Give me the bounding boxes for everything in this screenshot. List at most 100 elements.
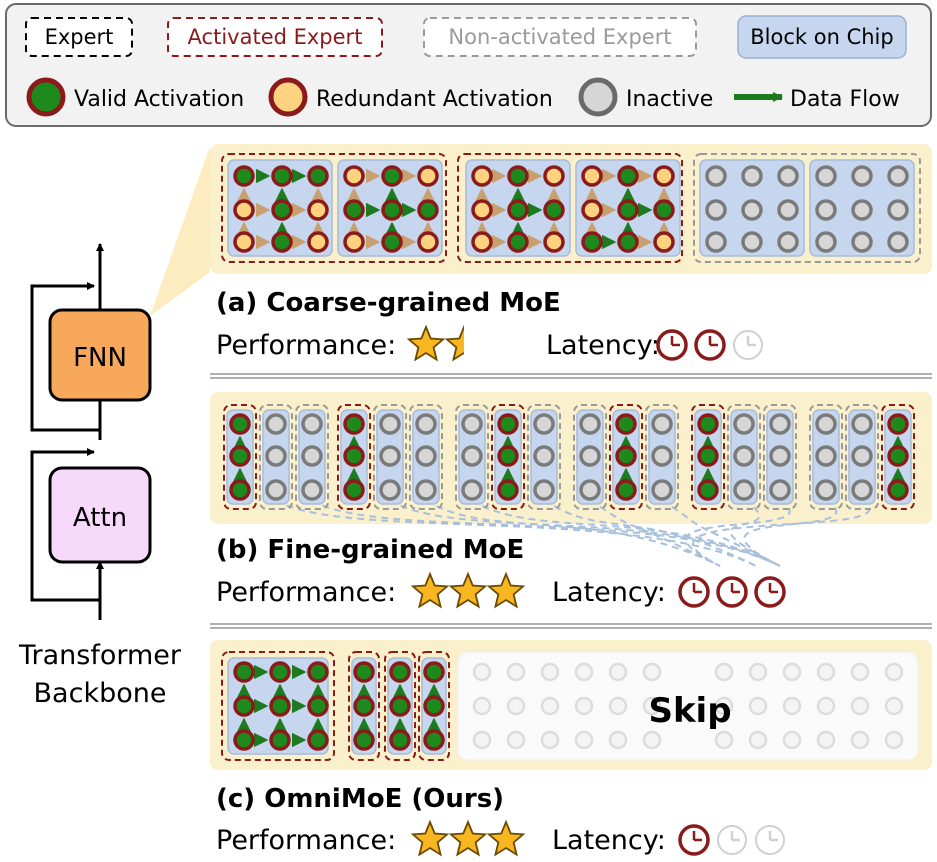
inactive-dot [651, 413, 673, 435]
routing-link [543, 499, 757, 567]
inactive-dot [540, 662, 560, 682]
inactive-dot [769, 445, 791, 467]
star-icon [444, 325, 465, 362]
inactive-dot [884, 730, 904, 750]
redundant-activation-dot [417, 231, 439, 253]
valid-activation-dot [887, 479, 909, 501]
panel-b-performance-label: Performance: [216, 577, 396, 608]
inactive-dot [301, 479, 323, 501]
redundant-activation-dot [307, 231, 329, 253]
inactive-dot [815, 231, 837, 253]
redundant-activation-dot [233, 199, 255, 221]
panel-b-title: (b) Fine-grained MoE [216, 535, 524, 565]
inactive-dot [733, 445, 755, 467]
inactive-dot [884, 662, 904, 682]
routing-link [471, 499, 781, 567]
routing-link [743, 499, 838, 567]
inactive-dot [850, 662, 870, 682]
valid-activation-dot [697, 413, 719, 435]
legend-nonactivated-label: Non-activated Expert [448, 25, 671, 49]
valid-activation-dot [233, 165, 255, 187]
inactive-dot [733, 479, 755, 501]
legend-expert-swatch [25, 17, 133, 57]
inactive-dot [472, 730, 492, 750]
valid-activation-dot [617, 231, 639, 253]
valid-activation-dot [229, 445, 251, 467]
inactive-dot [748, 662, 768, 682]
activated-expert-border [348, 651, 380, 761]
inactive-dot [741, 231, 763, 253]
valid-activation-dot [389, 661, 411, 683]
inactive-dot [815, 165, 837, 187]
star-icon [448, 819, 488, 857]
inactive-dot [506, 730, 526, 750]
activated-expert-border [691, 404, 725, 510]
inactive-dot [642, 662, 662, 682]
fnn-block [48, 308, 152, 402]
inactive-dot [850, 730, 870, 750]
inactive-dot [748, 696, 768, 716]
inactive-dot [301, 445, 323, 467]
backbone-caption-line1: Transformer [18, 640, 182, 671]
redundant-activation-dot [343, 165, 365, 187]
valid-activation-dot [307, 661, 329, 683]
legend-expert-label: Expert [45, 25, 114, 49]
valid-activation-dot [497, 445, 519, 467]
routing-link [425, 499, 721, 567]
valid-activation-dot [615, 479, 637, 501]
backbone: FNN Attn Transformer Backbone [18, 243, 182, 709]
inactive-dot [579, 479, 601, 501]
star-icon [406, 324, 446, 362]
inactive-dot [608, 662, 628, 682]
valid-activation-dot [271, 231, 293, 253]
panel-c-grid: Skip [221, 651, 919, 761]
valid-activation-dot [615, 413, 637, 435]
valid-activation-dot [271, 165, 293, 187]
valid-activation-dot [307, 165, 329, 187]
non-activated-expert-border [727, 404, 761, 510]
inactive-dot [265, 445, 287, 467]
valid-activation-dot [229, 479, 251, 501]
valid-activation-dot [507, 231, 529, 253]
inactive-dot [815, 445, 837, 467]
inactive-dot [642, 730, 662, 750]
inactive-dot [816, 662, 836, 682]
valid-activation-dot [653, 199, 675, 221]
inactive-dot [777, 165, 799, 187]
legend-valid-dot [26, 77, 66, 117]
skip-region [457, 651, 919, 761]
routing-link [729, 499, 781, 567]
redundant-activation-dot [417, 165, 439, 187]
valid-activation-dot [381, 165, 403, 187]
routing-link [275, 499, 757, 567]
valid-activation-dot [615, 445, 637, 467]
valid-activation-dot [887, 445, 909, 467]
legend-dataflow-label: Data Flow [790, 87, 900, 112]
inactive-dot [741, 199, 763, 221]
valid-activation-dot [271, 199, 293, 221]
valid-activation-dot [497, 479, 519, 501]
inactive-dot [705, 199, 727, 221]
legend-inactive-label: Inactive [626, 87, 713, 112]
backbone-caption-line2: Backbone [34, 678, 167, 709]
inactive-dot [533, 479, 555, 501]
panel-a-performance-label: Performance: [216, 330, 396, 361]
valid-activation-dot [343, 479, 365, 501]
valid-activation-dot [353, 695, 375, 717]
inactive-dot [815, 413, 837, 435]
legend-redundant-dot [268, 77, 308, 117]
star-icon [410, 571, 450, 609]
routing-link [311, 499, 781, 567]
inactive-dot [265, 479, 287, 501]
redundant-activation-dot [233, 231, 255, 253]
valid-activation-dot [381, 231, 403, 253]
valid-activation-dot [507, 165, 529, 187]
inactive-dot [415, 445, 437, 467]
inactive-dot [851, 413, 873, 435]
valid-activation-dot [697, 479, 719, 501]
inactive-dot [472, 696, 492, 716]
valid-activation-dot [233, 695, 255, 717]
redundant-activation-dot [471, 199, 493, 221]
inactive-dot [651, 445, 673, 467]
